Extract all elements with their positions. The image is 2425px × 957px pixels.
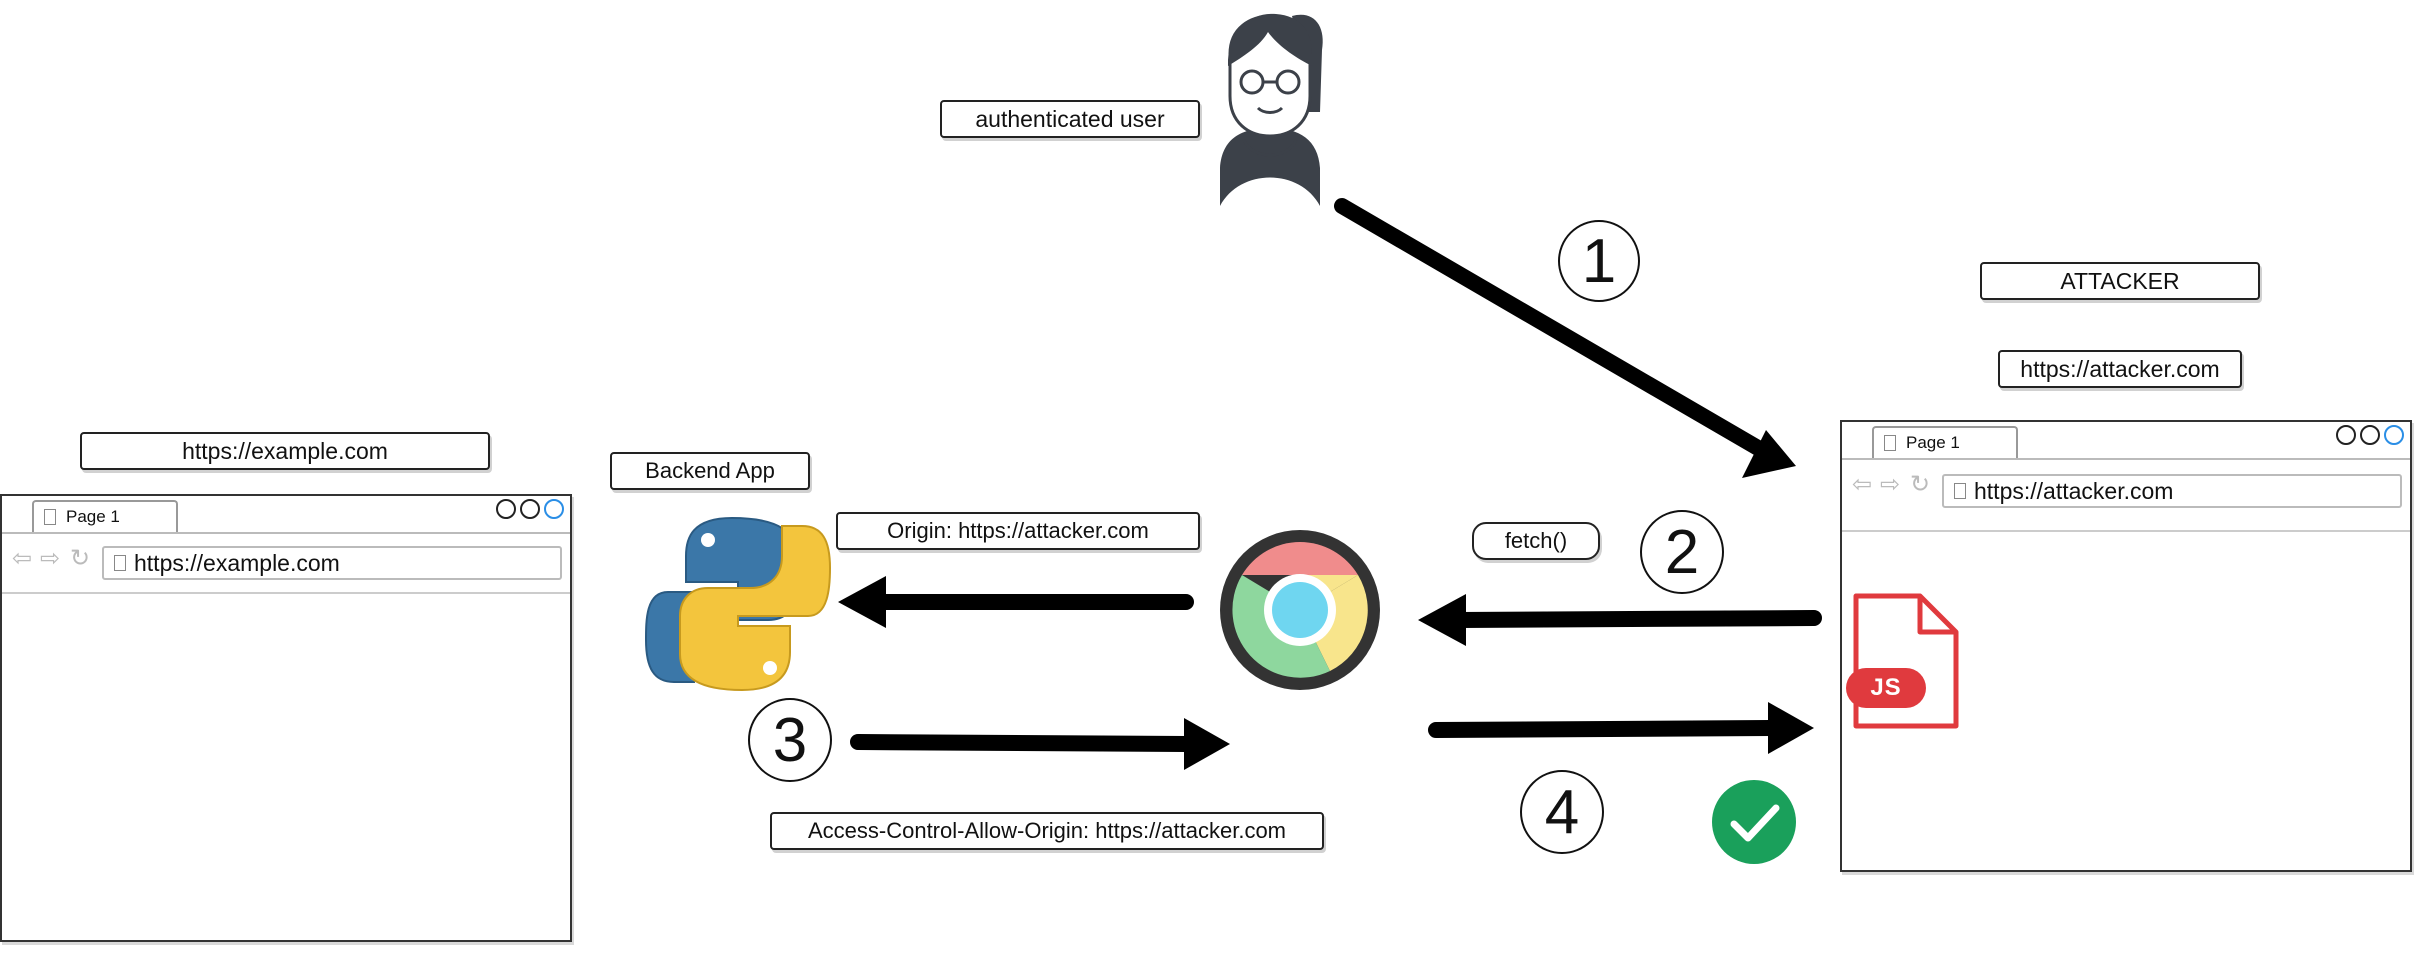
url-text: https://example.com: [134, 549, 340, 576]
url-text: https://attacker.com: [1974, 477, 2174, 504]
page-icon: [1954, 483, 1966, 499]
reload-icon[interactable]: ↻: [70, 545, 91, 572]
attacker-url-label: https://attacker.com: [1998, 350, 2242, 388]
url-bar[interactable]: https://example.com: [102, 546, 562, 580]
url-bar[interactable]: https://attacker.com: [1942, 474, 2402, 508]
page-icon: [1884, 435, 1896, 451]
step-3: 3: [748, 698, 832, 782]
step-4: 4: [1520, 770, 1604, 854]
arrow-user-to-attacker: [1334, 198, 1796, 478]
tab-label: Page 1: [1906, 433, 1960, 452]
window-button-icon[interactable]: [520, 499, 540, 519]
step-1: 1: [1558, 220, 1640, 302]
back-arrow-icon[interactable]: ⇦: [12, 545, 33, 572]
backend-app-label: Backend App: [610, 452, 810, 490]
window-button-icon[interactable]: [2360, 425, 2380, 445]
user-avatar-icon: [1220, 13, 1323, 206]
page-icon: [114, 555, 126, 571]
browser-window-example: Page 1 ⇦ ⇨ ↻ https://example.com: [0, 494, 572, 942]
attacker-label: ATTACKER: [1980, 262, 2260, 300]
window-button-icon[interactable]: [2336, 425, 2356, 445]
origin-header-label: Origin: https://attacker.com: [836, 512, 1200, 550]
browser-window-attacker: Page 1 ⇦ ⇨ ↻ https://attacker.com: [1840, 420, 2412, 872]
python-logo-icon: [644, 516, 832, 692]
browser-tab[interactable]: Page 1: [1872, 426, 2018, 458]
checkmark-icon: [1712, 780, 1796, 864]
step-2: 2: [1640, 510, 1724, 594]
window-button-icon[interactable]: [544, 499, 564, 519]
forward-arrow-icon[interactable]: ⇨: [1880, 471, 1901, 498]
reload-icon[interactable]: ↻: [1910, 471, 1931, 498]
tab-label: Page 1: [66, 507, 120, 526]
arrow-browser-to-backend: [838, 576, 1194, 628]
js-file-icon: [1846, 593, 1959, 729]
page-icon: [44, 509, 56, 525]
fetch-call-label: fetch(): [1472, 522, 1600, 560]
chrome-browser-icon: [1220, 530, 1380, 690]
browser-tab[interactable]: Page 1: [32, 500, 178, 532]
window-button-icon[interactable]: [2384, 425, 2404, 445]
acao-header-label: Access-Control-Allow-Origin: https://att…: [770, 812, 1324, 850]
js-badge-label: JS: [1870, 674, 1902, 701]
arrow-attacker-to-browser: [1418, 594, 1822, 646]
back-arrow-icon[interactable]: ⇦: [1852, 471, 1873, 498]
arrow-browser-to-attacker: [1428, 702, 1814, 754]
example-url-label: https://example.com: [80, 432, 490, 470]
arrow-backend-to-browser: [850, 718, 1230, 770]
forward-arrow-icon[interactable]: ⇨: [40, 545, 61, 572]
authenticated-user-label: authenticated user: [940, 100, 1200, 138]
window-button-icon[interactable]: [496, 499, 516, 519]
